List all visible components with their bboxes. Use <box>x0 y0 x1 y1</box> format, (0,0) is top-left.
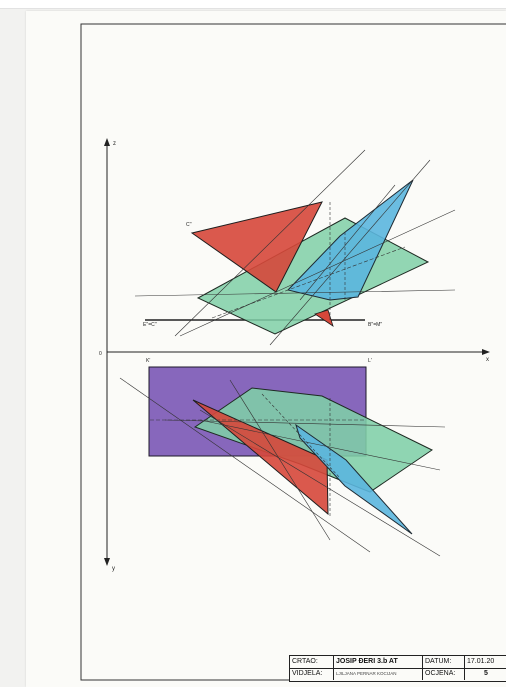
checked-label: VIDJELA: <box>290 668 334 680</box>
y-axis-label: y <box>112 566 115 572</box>
point-label-bm2: B''=M'' <box>368 322 382 328</box>
drawing-sheet: z x y 0 C'' B''=M'' E''=C'' K' L' <box>26 11 506 687</box>
point-label-ec2: E''=C'' <box>143 322 157 328</box>
x-axis-arrow <box>482 349 490 355</box>
title-block-row-drawn: CRTAO: JOSIP ĐERI 3.b AT DATUM: 17.01.20 <box>290 656 506 669</box>
construction-lines-top <box>119 377 446 557</box>
x-axis-label: x <box>486 357 489 363</box>
viewer-top-bar <box>0 0 506 9</box>
z-axis-label: z <box>113 141 116 147</box>
grade-value: 5 <box>484 670 488 677</box>
grade-label: OCJENA: <box>423 668 465 680</box>
construction-lines-front <box>134 149 456 346</box>
red-triangle-front-tip <box>314 309 334 327</box>
date-value: 17.01.20 <box>467 658 495 665</box>
title-block-row-checked: VIDJELA: LJILJANA PERNAR KOCIJAN OCJENA:… <box>290 668 506 680</box>
drawn-value: JOSIP ĐERI 3.b AT <box>334 656 423 668</box>
blue-triangle-front <box>287 179 414 301</box>
point-label-l1: L' <box>368 358 372 364</box>
y-axis-arrow <box>104 558 110 566</box>
blue-triangle-top <box>295 423 413 535</box>
origin-label: 0 <box>99 351 102 357</box>
checked-value: LJILJANA PERNAR KOCIJAN <box>334 668 423 680</box>
date-label: DATUM: <box>423 656 465 668</box>
red-triangle-front <box>190 201 323 293</box>
red-triangle-top <box>192 399 329 516</box>
z-axis-arrow <box>104 138 110 146</box>
point-label-c2: C'' <box>186 222 192 228</box>
title-block: CRTAO: JOSIP ĐERI 3.b AT DATUM: 17.01.20… <box>289 655 506 682</box>
drawn-label: CRTAO: <box>290 656 334 668</box>
point-label-k1: K' <box>146 358 150 364</box>
technical-drawing: z x y 0 C'' B''=M'' E''=C'' K' L' <box>80 23 506 681</box>
